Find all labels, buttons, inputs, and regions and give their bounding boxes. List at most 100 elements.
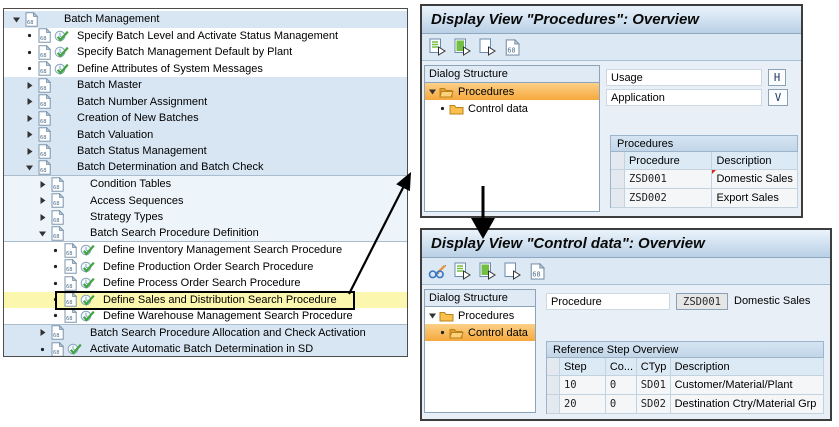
table-cell[interactable]: Destination Ctry/Material Grp [670,395,824,414]
position-icon[interactable] [503,262,522,281]
position-icon[interactable] [478,38,497,57]
collapse-triangle-icon[interactable] [25,114,38,123]
table-cell[interactable]: 20 [559,395,606,414]
collapse-triangle-icon[interactable] [38,180,51,189]
tree-item-label[interactable]: Creation of New Batches [77,112,199,125]
table-cell[interactable]: SD02 [636,395,671,414]
row-selector-cell[interactable] [611,189,625,208]
collapse-triangle-icon[interactable] [25,130,38,139]
tree-item-label[interactable]: Batch Valuation [77,128,154,141]
select-entries-icon[interactable] [453,262,472,281]
tree-item-label[interactable]: Batch Status Management [77,145,207,158]
tree-item-label[interactable]: Define Attributes of System Messages [77,62,263,75]
row-selector-cell[interactable] [547,395,560,414]
tree-item-label[interactable]: Specify Batch Management Default by Plan… [77,46,293,59]
activity-check-icon[interactable] [80,260,97,274]
dialog-item-label[interactable]: Control data [468,326,528,339]
tree-item-label[interactable]: Batch Management [64,13,160,26]
tree-item-label[interactable]: Batch Search Procedure Allocation and Ch… [90,326,366,339]
collapse-triangle-icon[interactable] [38,196,51,205]
expand-triangle-icon[interactable] [428,311,439,320]
tree-item-label[interactable]: Batch Determination and Batch Check [77,161,264,174]
dialog-structure-item[interactable]: Control data [425,324,535,341]
details-icon[interactable]: 68 [528,262,547,281]
dialog-structure-item[interactable]: Procedures [425,83,599,100]
tree-item-label[interactable]: Batch Master [77,79,142,92]
collapse-triangle-icon[interactable] [38,328,51,337]
activity-check-icon[interactable] [80,293,97,307]
table-cell[interactable]: SD01 [636,376,671,395]
row-selector-cell[interactable] [547,376,560,395]
tree-item-label[interactable]: Specify Batch Level and Activate Status … [77,29,339,42]
expand-triangle-icon[interactable] [25,163,38,172]
tree-item-label[interactable]: Define Process Order Search Procedure [103,277,301,290]
table-cell[interactable]: Domestic Sales [712,170,798,189]
activity-check-icon[interactable] [80,243,97,257]
collapse-triangle-icon[interactable] [25,147,38,156]
procedure-field[interactable]: ZSD001 [676,293,728,310]
expand-triangle-icon[interactable] [428,87,439,96]
dialog-item-label[interactable]: Control data [468,102,528,115]
row-selector-cell[interactable] [611,170,625,189]
details-icon[interactable]: 68 [503,38,522,57]
table-cell[interactable]: 10 [559,376,606,395]
collapse-triangle-icon[interactable] [25,81,38,90]
expand-triangle-icon[interactable] [38,229,51,238]
usage-field[interactable]: H [768,69,786,86]
tree-item-label[interactable]: Batch Number Assignment [77,95,208,108]
dialog-item-label[interactable]: Procedures [458,309,515,322]
table-cell[interactable]: Export Sales [712,189,798,208]
copy-entry-icon[interactable] [478,262,497,281]
dialog-structure-item[interactable]: Procedures [425,307,535,324]
tree-item-label[interactable]: Define Warehouse Management Search Proce… [103,309,353,322]
tree-item-label[interactable]: Define Inventory Management Search Proce… [103,244,343,257]
collapse-triangle-icon[interactable] [38,213,51,222]
tree-item-label[interactable]: Condition Tables [90,178,172,191]
application-field[interactable]: V [768,89,788,106]
display-change-icon[interactable] [428,262,447,281]
tree-item-label[interactable]: Define Production Order Search Procedure [103,260,314,273]
activity-check-icon[interactable] [80,276,97,290]
tree-item-label[interactable]: Batch Search Procedure Definition [90,227,259,240]
activity-check-icon[interactable] [54,45,71,59]
expand-triangle-icon[interactable] [12,15,25,24]
tree-item-label[interactable]: Define Sales and Distribution Search Pro… [103,293,337,306]
table-cell[interactable]: ZSD001 [624,170,713,189]
tree-item-label[interactable]: Strategy Types [90,211,164,224]
tree-item-label[interactable]: Access Sequences [90,194,184,207]
table-cell[interactable]: Customer/Material/Plant [670,376,824,395]
activity-check-icon[interactable] [54,62,71,76]
table-cell[interactable]: ZSD002 [624,189,713,208]
activity-check-icon[interactable] [54,29,71,43]
select-entries-icon[interactable] [428,38,447,57]
copy-entry-icon[interactable] [453,38,472,57]
collapse-triangle-icon[interactable] [25,97,38,106]
activity-check-icon[interactable] [80,309,97,323]
dialog-item-label[interactable]: Procedures [458,85,515,98]
activity-check-icon[interactable] [67,342,84,356]
